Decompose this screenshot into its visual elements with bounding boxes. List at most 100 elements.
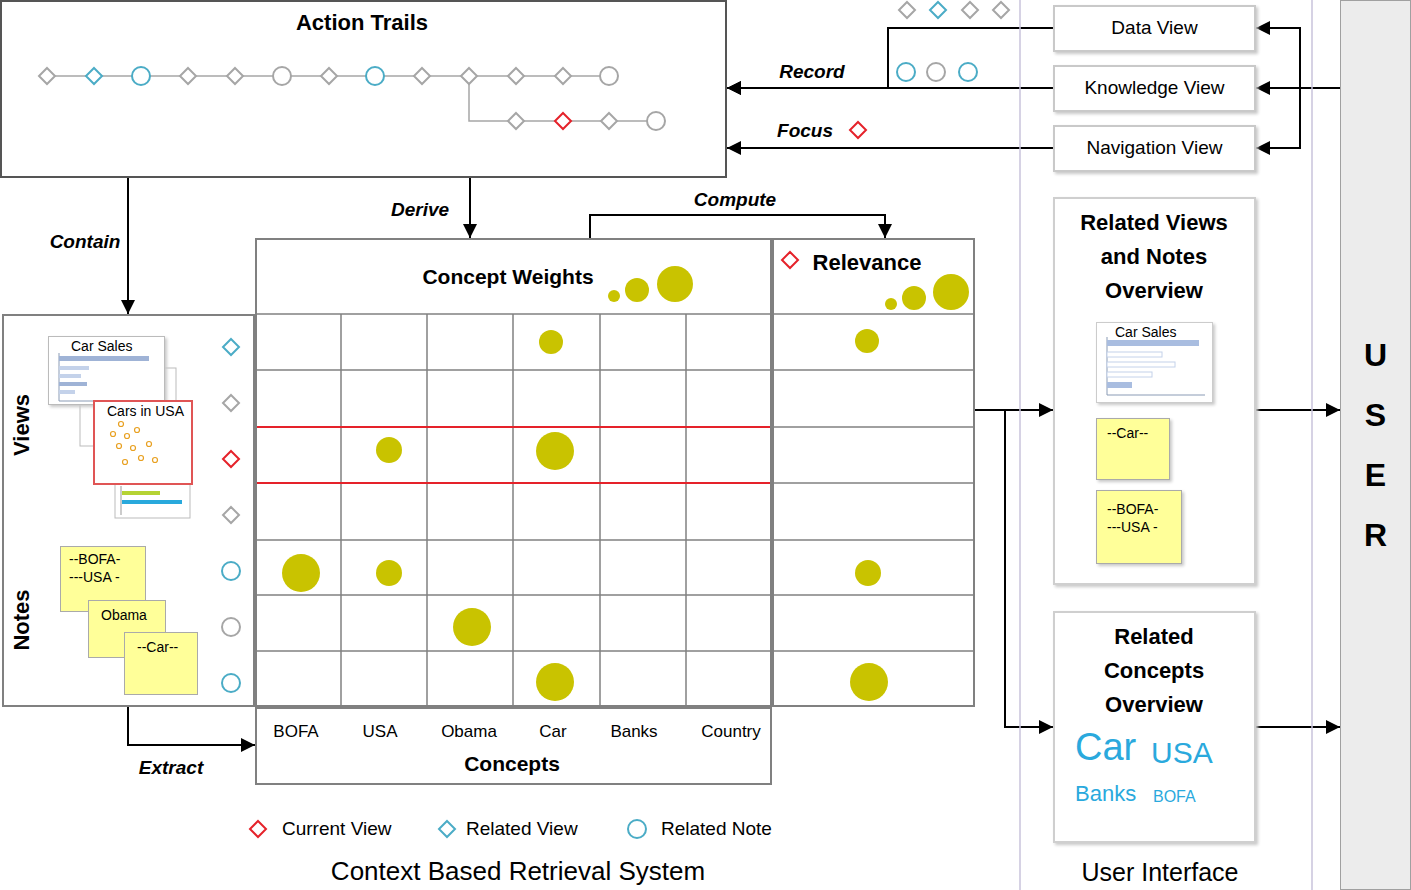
view-box: Navigation View [1053,125,1256,172]
node-text: --BOFA- [69,551,120,568]
action-trail [555,113,571,129]
row-icons [782,252,798,268]
chart-thumb: Cars in USA [93,400,193,485]
legend-label: Related View [466,818,578,841]
row-icons [223,395,239,411]
column-label: USA [363,722,398,742]
matrix-grid [255,313,975,315]
connector-arrow [727,28,1053,88]
trail-icons [962,2,978,18]
note-card: --BOFA----USA - [1096,490,1182,564]
relevance-box: Relevance [772,238,975,707]
action-trail [227,68,243,84]
action-trail [273,67,291,85]
overview-panel: Related Concepts OverviewCar USA Banks BOFA [1053,611,1256,843]
action-trail [508,113,524,129]
trail-icons [850,122,866,138]
row-icons [222,618,240,636]
node-text: ---USA - [69,569,120,586]
legend-label: Related Note [661,818,772,841]
matrix-grid [255,369,975,371]
caption: Context Based Retrieval System [331,856,705,887]
overview-panel: Related Views and Notes OverviewCar Sale… [1053,197,1256,585]
node-text: Obama [101,607,147,624]
connector-arrow [1256,88,1340,148]
legend-icons [250,821,266,837]
node-text: Car Sales [1115,324,1176,341]
current-row [256,427,772,483]
node-text: Navigation View [1087,137,1223,160]
chart-thumb: Car Sales [48,336,165,405]
action-trail [414,68,430,84]
view-box: Knowledge View [1053,65,1256,112]
edge-label: Contain [48,231,123,254]
action-trail [601,113,617,129]
weight-dots [536,432,574,470]
matrix-grid [426,314,428,707]
concept-axis: Concepts [255,707,772,785]
legend-icons [250,820,646,838]
action-trail [39,68,55,84]
edge-label: Derive [389,199,451,222]
node-text: --Car-- [1107,425,1148,442]
note-card: --Car-- [124,632,198,695]
column-label: Obama [441,722,497,742]
column-label: Car [539,722,566,742]
node-text: --Car-- [137,639,178,656]
action-trail [366,67,384,85]
connector-arrow [1256,409,1340,411]
column-label: BOFA [273,722,318,742]
column-label: Country [701,722,761,742]
action-trail [555,68,571,84]
edge-label: Extract [137,757,205,780]
action-trail [647,112,665,130]
weight-dots [850,663,888,701]
weight-dots [855,329,879,353]
ui-divider [1311,0,1313,890]
node-text: Knowledge View [1084,77,1224,100]
matrix-grid [255,650,975,652]
node-text: --BOFA- [1107,501,1158,518]
node-text: BOFA [1153,787,1196,806]
legend-label: Current View [282,818,391,841]
node-text: Related Concepts Overview [1079,620,1229,722]
weight-dots [536,663,574,701]
node-text: Notes [9,589,35,650]
column-label: Banks [610,722,657,742]
view-box: Data View [1053,5,1256,52]
row-icons [223,507,239,523]
action-trail [461,68,477,84]
trail-icons [993,2,1009,18]
matrix-grid [255,539,975,541]
weight-dots [625,278,649,302]
connector-arrow [1256,726,1340,728]
trail-icons [897,63,915,81]
row-icons [223,451,239,467]
action-trail [600,67,618,85]
edge-label: Record [777,61,846,84]
trail-icons [930,2,946,18]
connector-arrow [1256,28,1340,88]
matrix-grid [340,314,342,707]
edge-label: Focus [775,120,835,143]
edge-label: Compute [692,189,778,212]
node-text: Banks [1075,781,1136,807]
node-text: Concepts [464,751,560,776]
weight-dots [453,608,491,646]
matrix-box: Concept Weights [255,238,772,707]
trail-icons [927,63,945,81]
weight-dots [282,554,320,592]
ui-divider [1020,0,1312,890]
weight-dots [902,286,926,310]
connector-arrow [127,178,129,314]
connector-arrow [975,410,1053,727]
node-text: Cars in USA [107,403,184,420]
node-text: Car [1075,725,1136,771]
node-text: USA [1151,735,1213,771]
note-card: --Car-- [1096,418,1170,480]
legend-icons [439,821,455,837]
node-text: Related Views and Notes Overview [1064,206,1244,308]
connector-arrow [128,707,255,745]
node-text: ---USA - [1107,519,1158,536]
